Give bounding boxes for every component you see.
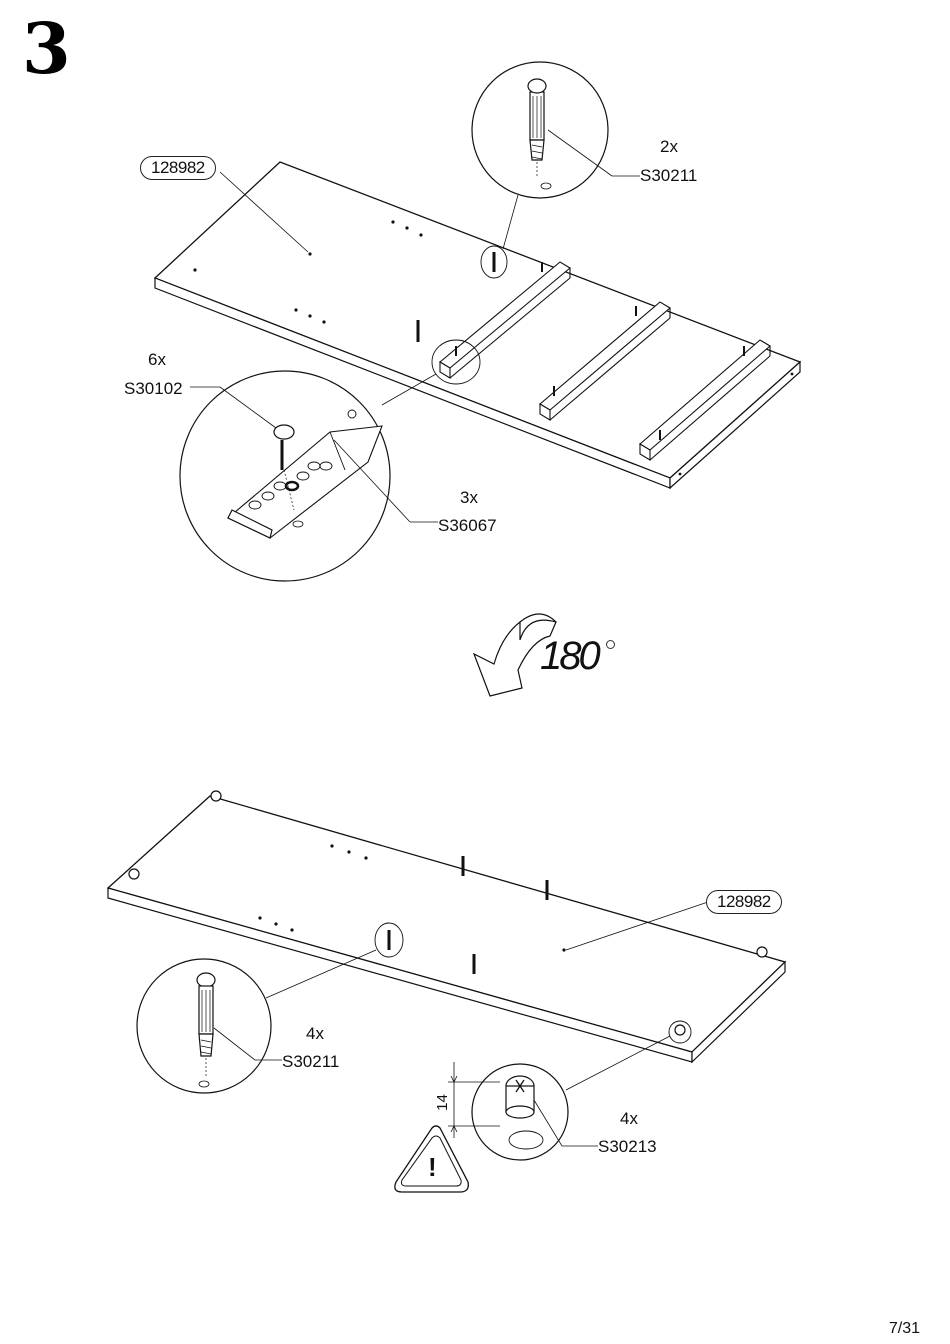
dowel-code-bottom: S30211	[282, 1052, 340, 1071]
top-panel	[153, 161, 802, 490]
bottom-panel	[106, 790, 787, 1064]
runner-code: S36067	[438, 516, 497, 535]
warning-triangle	[394, 1125, 469, 1193]
rotation-label: 180	[540, 634, 601, 678]
step-number: 3	[22, 7, 71, 90]
screw-qty: 6x	[148, 350, 166, 369]
dimension-label: 14	[433, 1094, 451, 1111]
degree-icon	[606, 640, 615, 649]
runner-rail-3	[639, 339, 771, 461]
dowel-callout-bottom	[136, 922, 404, 1094]
runner-qty: 3x	[460, 488, 478, 507]
page-number: 7/31	[888, 1320, 920, 1337]
cam-code: S30213	[598, 1137, 657, 1156]
dowel-code-top: S30211	[640, 166, 698, 185]
screw-code: S30102	[124, 379, 183, 398]
rotation-arrow	[472, 613, 557, 697]
panel-label-top: 128982	[140, 156, 216, 180]
runner-rail-1	[439, 261, 571, 379]
screw-callout	[179, 339, 481, 582]
runner-rail-2	[539, 301, 671, 421]
warning-mark: !	[428, 1152, 437, 1182]
dowel-qty-bottom: 4x	[306, 1024, 324, 1043]
runner-rails	[416, 252, 771, 461]
panel-label-bottom: 128982	[706, 890, 782, 914]
dowel-callout-top	[471, 61, 640, 279]
dowel-qty-top: 2x	[660, 137, 678, 156]
cam-qty: 4x	[620, 1109, 638, 1128]
cam-callout	[448, 1020, 692, 1161]
